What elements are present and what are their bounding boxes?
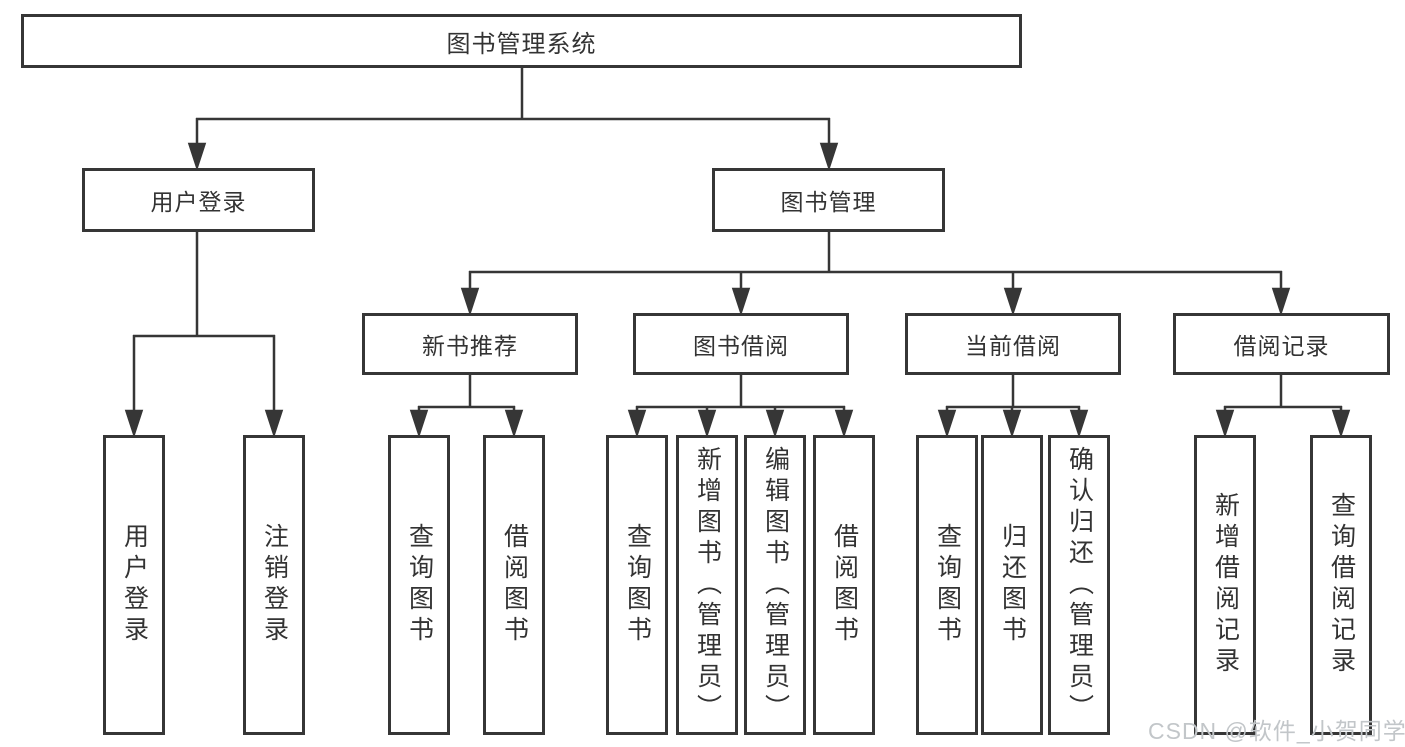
node-borrow-records: 借阅记录	[1173, 313, 1390, 375]
leaf-cb-confirm-return-admin: 确认归还（管理员）	[1048, 435, 1110, 735]
leaf-cb-return-books-label: 归还图书	[998, 523, 1027, 647]
leaf-bb-edit-books-admin-label: 编辑图书（管理员）	[761, 445, 790, 725]
leaf-cb-query-books: 查询图书	[916, 435, 978, 735]
node-book-borrow: 图书借阅	[633, 313, 849, 375]
leaf-user-login: 用户登录	[103, 435, 165, 735]
leaf-logout-login: 注销登录	[243, 435, 305, 735]
node-root-label: 图书管理系统	[446, 30, 597, 58]
leaf-br-add-record-label: 新增借阅记录	[1211, 492, 1240, 678]
leaf-nbr-query-books-label: 查询图书	[405, 523, 434, 647]
node-borrow-records-label: 借阅记录	[1233, 333, 1330, 359]
leaf-bb-borrow-books: 借阅图书	[813, 435, 875, 735]
node-user-login: 用户登录	[82, 168, 315, 232]
leaf-br-add-record: 新增借阅记录	[1194, 435, 1256, 735]
leaf-br-query-record: 查询借阅记录	[1310, 435, 1372, 735]
node-current-borrow-label: 当前借阅	[965, 333, 1061, 359]
node-new-book-recommend: 新书推荐	[362, 313, 578, 375]
node-new-book-recommend-label: 新书推荐	[422, 333, 518, 359]
leaf-cb-query-books-label: 查询图书	[933, 523, 962, 647]
leaf-bb-query-books: 查询图书	[606, 435, 668, 735]
node-current-borrow: 当前借阅	[905, 313, 1121, 375]
leaf-nbr-borrow-books: 借阅图书	[483, 435, 545, 735]
leaf-bb-edit-books-admin: 编辑图书（管理员）	[744, 435, 806, 735]
leaf-nbr-borrow-books-label: 借阅图书	[500, 523, 529, 647]
leaf-cb-confirm-return-admin-label: 确认归还（管理员）	[1065, 445, 1094, 725]
leaf-user-login-label: 用户登录	[120, 523, 149, 647]
node-book-mgmt: 图书管理	[712, 168, 945, 232]
csdn-watermark: CSDN @软件_小贺同学	[1148, 718, 1405, 744]
node-root: 图书管理系统	[21, 14, 1022, 68]
node-user-login-label: 用户登录	[150, 189, 247, 215]
leaf-logout-login-label: 注销登录	[260, 523, 289, 647]
leaf-bb-add-books-admin: 新增图书（管理员）	[676, 435, 738, 735]
node-book-borrow-label: 图书借阅	[693, 333, 789, 359]
leaf-bb-borrow-books-label: 借阅图书	[830, 523, 859, 647]
node-book-mgmt-label: 图书管理	[780, 189, 877, 215]
leaf-bb-query-books-label: 查询图书	[623, 523, 652, 647]
leaf-cb-return-books: 归还图书	[981, 435, 1043, 735]
leaf-nbr-query-books: 查询图书	[388, 435, 450, 735]
leaf-br-query-record-label: 查询借阅记录	[1327, 492, 1356, 678]
leaf-bb-add-books-admin-label: 新增图书（管理员）	[693, 445, 722, 725]
